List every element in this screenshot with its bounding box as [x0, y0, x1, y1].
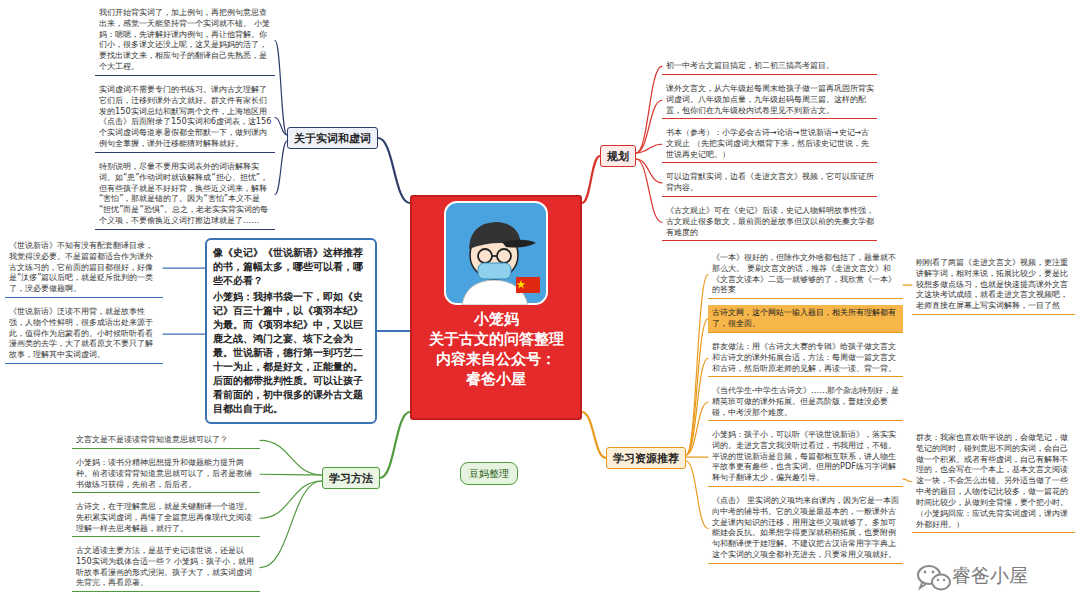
branch-connector — [686, 456, 708, 457]
note-node: 特别说明，尽量不要用实词表外的词语解释实词。如“患”作动词时就该解释成“担心、担… — [95, 159, 275, 230]
note-node: 刚刚看了两篇《走进文言文》视频，更注重讲解字词，相对来说，拓展比较少，要是比较想… — [912, 255, 1075, 315]
note-node: 课外文言文，从六年级起每周末给孩子做一篇再巩固所背实词虚词。八年级加点量，九年级… — [662, 81, 877, 119]
qa-node: 像《史记》《世说新语》这样推荐的书，篇幅太多，哪些可以看，哪些不必看？小笼妈：我… — [205, 238, 377, 424]
node-text: 《古文观止》可在《史记》后读，史记人物鲜明故事性强，古文观止很多散文，最前面的是… — [666, 205, 874, 237]
node-text: 小笼妈：孩子小，可以听《平说世说新语》，落实实词的。走进文言文我没听过看过，书我… — [712, 429, 900, 483]
note-node: 古诗文网，这个网站一输入题目，相关所有理解都有了，很全面。 — [708, 305, 903, 333]
branch-connector — [380, 412, 410, 478]
node-text: 书本（参考）：小学必会古诗→论语→世说新语→史记→古文观止 （先把实词虚词大概背… — [666, 127, 874, 159]
node-text: 特别说明，尽量不要用实词表外的词语解释实词。如“患”作动词时就该解释成“担心、担… — [99, 161, 272, 226]
node-text: 《世说新语》泛读不用背，就是故事性强，人物个性鲜明，很多成语出处来源于此，值得作… — [9, 306, 160, 360]
note-node: 《一本》很好的，但除作文外啥都包括了，题量就不那么大。 要刷文言文的话，推荐《走… — [708, 250, 903, 299]
branch-connector — [636, 159, 662, 222]
branch-connector — [636, 100, 662, 153]
branch-connector — [903, 479, 912, 482]
node-text: 群友：我家也喜欢听平说的，会做笔记，做笔记的同时，碰到意思不同的实词，会自己做一… — [916, 432, 1072, 529]
node-text: 古诗文网，这个网站一输入题目，相关所有理解都有了，很全面。 — [712, 307, 900, 329]
branch-connector — [582, 156, 600, 203]
wechat-icon — [918, 566, 950, 590]
branch-connector — [686, 319, 708, 455]
branch-node: 学习方法 — [322, 467, 380, 489]
node-text: 规划 — [607, 149, 629, 163]
branch-connector — [686, 358, 708, 455]
watermark-label: 睿爸小屋 — [952, 563, 1028, 589]
node-text: 我们开始背实词了，加上例句，再把例句意思查出来，感觉一天能坚持背一个实词就不错。… — [99, 7, 272, 72]
node-text: 《当代学生-中学生古诗文》……那个杂志特别好，是精英班可做的课外拓展。但是高阶版… — [712, 385, 900, 417]
node-text: 豆妈整理 — [469, 467, 509, 480]
branch-connector — [260, 474, 322, 476]
note-node: 《当代学生-中学生古诗文》……那个杂志特别好，是精英班可做的课外拓展。但是高阶版… — [708, 383, 903, 421]
branch-connector — [582, 412, 606, 458]
branch-connector — [260, 481, 322, 568]
node-text: 《点击》 里实词的义项均来自课内，因为它是一本面向中考的辅导书。它的义项是最基本… — [712, 495, 900, 560]
note-node: 古诗文，在于理解意思，就是关键翻译一个道理。先积累实词虚词，再懂了全篇意思再像现… — [72, 499, 260, 537]
note-node: 《世说新语》泛读不用背，就是故事性强，人物个性鲜明，很多成语出处来源于此，值得作… — [5, 304, 163, 364]
branch-connector — [636, 159, 662, 183]
branch-connector — [275, 141, 287, 194]
node-text: 古诗文，在于理解意思，就是关键翻译一个道理。先积累实词虚词，再懂了全篇意思再像现… — [76, 501, 257, 533]
node-text: 群友做法：用《古诗文大赛的专辑》给孩子做文言文和古诗文的课外拓展合适，方法：每周… — [712, 341, 900, 373]
note-node: 群友：我家也喜欢听平说的，会做笔记，做笔记的同时，碰到意思不同的实词，会自己做一… — [912, 430, 1075, 533]
branch-connector — [686, 402, 708, 455]
node-text: 学习方法 — [329, 471, 373, 485]
branch-connector — [275, 117, 287, 135]
note-node: 文言文是不是读读背背知道意思就可以了？ — [72, 432, 260, 449]
note-node: 初一中考古文篇目搞定，初二初三搞高考篇目。 — [662, 58, 877, 75]
branch-connector — [377, 330, 410, 332]
note-node: 《世说新语》不知有没有配套翻译目录，我觉得没必要。不是篇篇都适合作为课外古文练习… — [5, 238, 163, 298]
node-text: 学习资源推荐 — [613, 451, 679, 465]
node-text: 关于实词和虚词 — [294, 131, 371, 145]
note-node: 群友做法：用《古诗文大赛的专辑》给孩子做文言文和古诗文的课外拓展合适，方法：每周… — [708, 339, 903, 377]
branch-connector — [686, 461, 708, 528]
branch-node: 关于实词和虚词 — [287, 127, 378, 149]
avatar-illustration — [444, 201, 548, 305]
node-text: 小笼妈 关于古文的问答整理 内容来自公众号： 睿爸小屋 — [416, 309, 576, 389]
note-node: 我们开始背实词了，加上例句，再把例句意思查出来，感觉一天能坚持背一个实词就不错。… — [95, 5, 275, 76]
branch-connector — [686, 275, 708, 455]
node-text: 《世说新语》不知有没有配套翻译目录，我觉得没必要。不是篇篇都适合作为课外古文练习… — [9, 240, 160, 294]
note-node: 《古文观止》可在《史记》后读，史记人物鲜明故事性强，古文观止很多散文，最前面的是… — [662, 203, 877, 241]
node-text: 像《史记》《世说新语》这样推荐的书，篇幅太多，哪些可以看，哪些不必看？ — [213, 246, 369, 288]
node-text: 古文通读主要方法，是基于史记读世说，还是以150实词为载体合适一些？ 小笼妈：孩… — [76, 545, 257, 588]
center-node: 小笼妈 关于古文的问答整理 内容来自公众号： 睿爸小屋 — [410, 195, 582, 420]
branch-connector — [636, 144, 662, 153]
branch-connector — [260, 440, 322, 475]
branch-connector — [275, 40, 287, 135]
node-text: 实词虚词不需要专门的书练习。课内古文理解了它们后，迁移到课外古文就好。群文件有家… — [99, 84, 272, 149]
branch-connector — [378, 138, 410, 203]
node-text: 小笼妈：读书分精神思想提升和做题能力提升两种。前者读读背背知道意思就可以了，后者… — [76, 457, 257, 489]
note-node: 小笼妈：读书分精神思想提升和做题能力提升两种。前者读读背背知道意思就可以了，后者… — [72, 455, 260, 493]
node-text: 课外文言文，从六年级起每周末给孩子做一篇再巩固所背实词虚词。八年级加点量，九年级… — [666, 83, 874, 115]
branch-connector — [636, 66, 662, 153]
branch-connector — [163, 333, 205, 334]
branch-connector — [260, 481, 322, 518]
note-node: 实词虚词不需要专门的书练习。课内古文理解了它们后，迁移到课外古文就好。群文件有家… — [95, 82, 275, 153]
node-text: 《一本》很好的，但除作文外啥都包括了，题量就不那么大。 要刷文言文的话，推荐《走… — [712, 252, 900, 295]
branch-node: 学习资源推荐 — [606, 447, 686, 469]
node-text: 初一中考古文篇目搞定，初二初三搞高考篇目。 — [666, 60, 874, 71]
note-node: 书本（参考）：小学必会古诗→论语→世说新语→史记→古文观止 （先把实词虚词大概背… — [662, 125, 877, 163]
note-node: 古文通读主要方法，是基于史记读世说，还是以150实词为载体合适一些？ 小笼妈：孩… — [72, 543, 260, 592]
branch-connector — [903, 284, 912, 285]
tag-node: 豆妈整理 — [460, 462, 518, 485]
branch-node: 规划 — [600, 145, 636, 167]
node-text: 刚刚看了两篇《走进文言文》视频，更注重讲解字词，相对来说，拓展比较少，要是比较想… — [916, 257, 1072, 311]
node-text: 可以边背默实词，边看《走进文言文》视频，它可以应证所背内容。 — [666, 171, 874, 193]
note-node: 《点击》 里实词的义项均来自课内，因为它是一本面向中考的辅导书。它的义项是最基本… — [708, 493, 903, 564]
node-text: 小笼妈：我掉书袋一下，即如《史记》百三十篇中，以《项羽本纪》为最。而《项羽本纪》… — [213, 290, 369, 416]
note-node: 可以边背默实词，边看《走进文言文》视频，它可以应证所背内容。 — [662, 169, 877, 197]
branch-connector — [163, 267, 205, 268]
note-node: 小笼妈：孩子小，可以听《平说世说新语》，落实实词的。走进文言文我没听过看过，书我… — [708, 427, 903, 487]
node-text: 文言文是不是读读背背知道意思就可以了？ — [76, 434, 257, 445]
